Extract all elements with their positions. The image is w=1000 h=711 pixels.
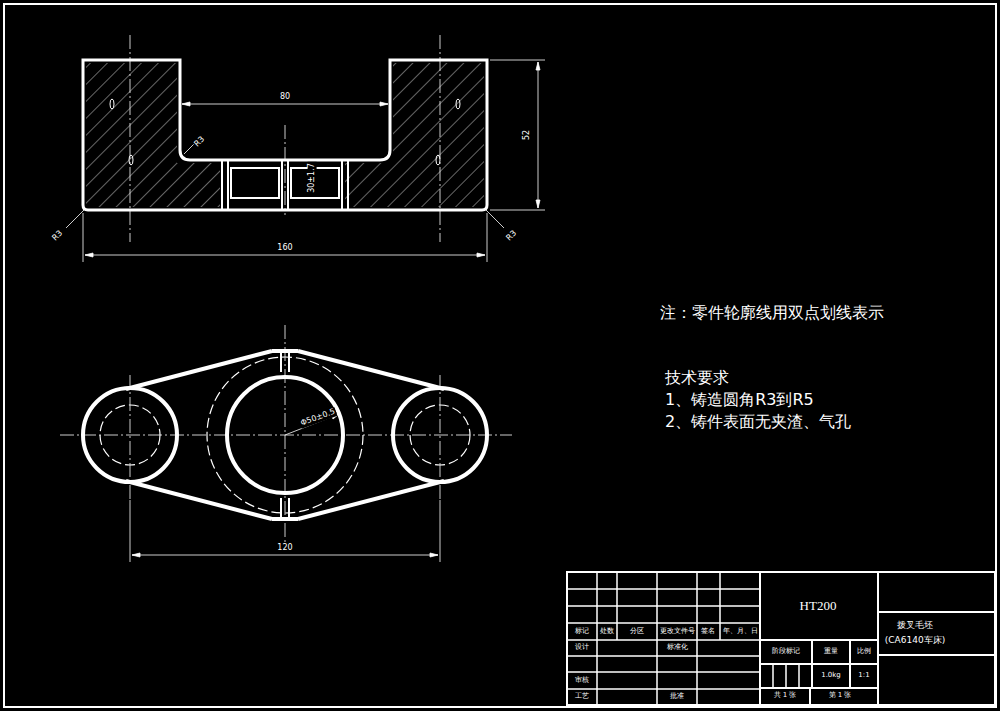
material-cell: HT200: [800, 599, 837, 613]
table-cell: 工艺: [575, 693, 589, 701]
table-cell: 阶段标记: [772, 648, 800, 656]
table-cell: 共 1 张: [774, 692, 797, 700]
radius-callout: R3: [504, 228, 519, 243]
table-cell: 标准化: [667, 644, 688, 652]
table-cell: 重量: [824, 648, 838, 656]
table-cell: 更改文件号: [660, 628, 695, 636]
table-cell: 第 1 张: [829, 692, 852, 700]
table-cell: 处数: [600, 628, 614, 636]
dimension: 52: [523, 129, 532, 141]
table-cell: 1.0kg: [821, 672, 841, 680]
table-cell: 比例: [857, 648, 871, 656]
part-name: (CA6140车床): [885, 636, 945, 646]
diameter-dimension: Φ50±0.5: [299, 407, 338, 428]
requirement-item: 2、铸件表面无夹渣、气孔: [665, 413, 851, 431]
table-cell: 年、月、日: [723, 628, 758, 636]
table-cell: 设计: [575, 644, 589, 652]
table-cell: 签名: [701, 628, 715, 636]
dimension: 120: [276, 544, 293, 553]
requirement-item: 1、铸造圆角R3到R5: [665, 391, 814, 409]
radius-callout: R3: [192, 134, 207, 149]
drawing-note: 注：零件轮廓线用双点划线表示: [660, 304, 884, 322]
part-name: 拨叉毛坯: [897, 621, 933, 631]
radius-callout: R3: [50, 228, 65, 243]
table-cell: 1:1: [858, 672, 869, 680]
table-cell: 批准: [670, 693, 684, 701]
table-cell: 审核: [575, 677, 589, 685]
dimension: 30±1.7: [308, 162, 317, 194]
dimension: 80: [279, 93, 291, 102]
dimension: 160: [276, 244, 293, 253]
table-cell: 标记: [575, 628, 589, 636]
requirements-heading: 技术要求: [665, 369, 729, 387]
table-cell: 分区: [630, 628, 644, 636]
